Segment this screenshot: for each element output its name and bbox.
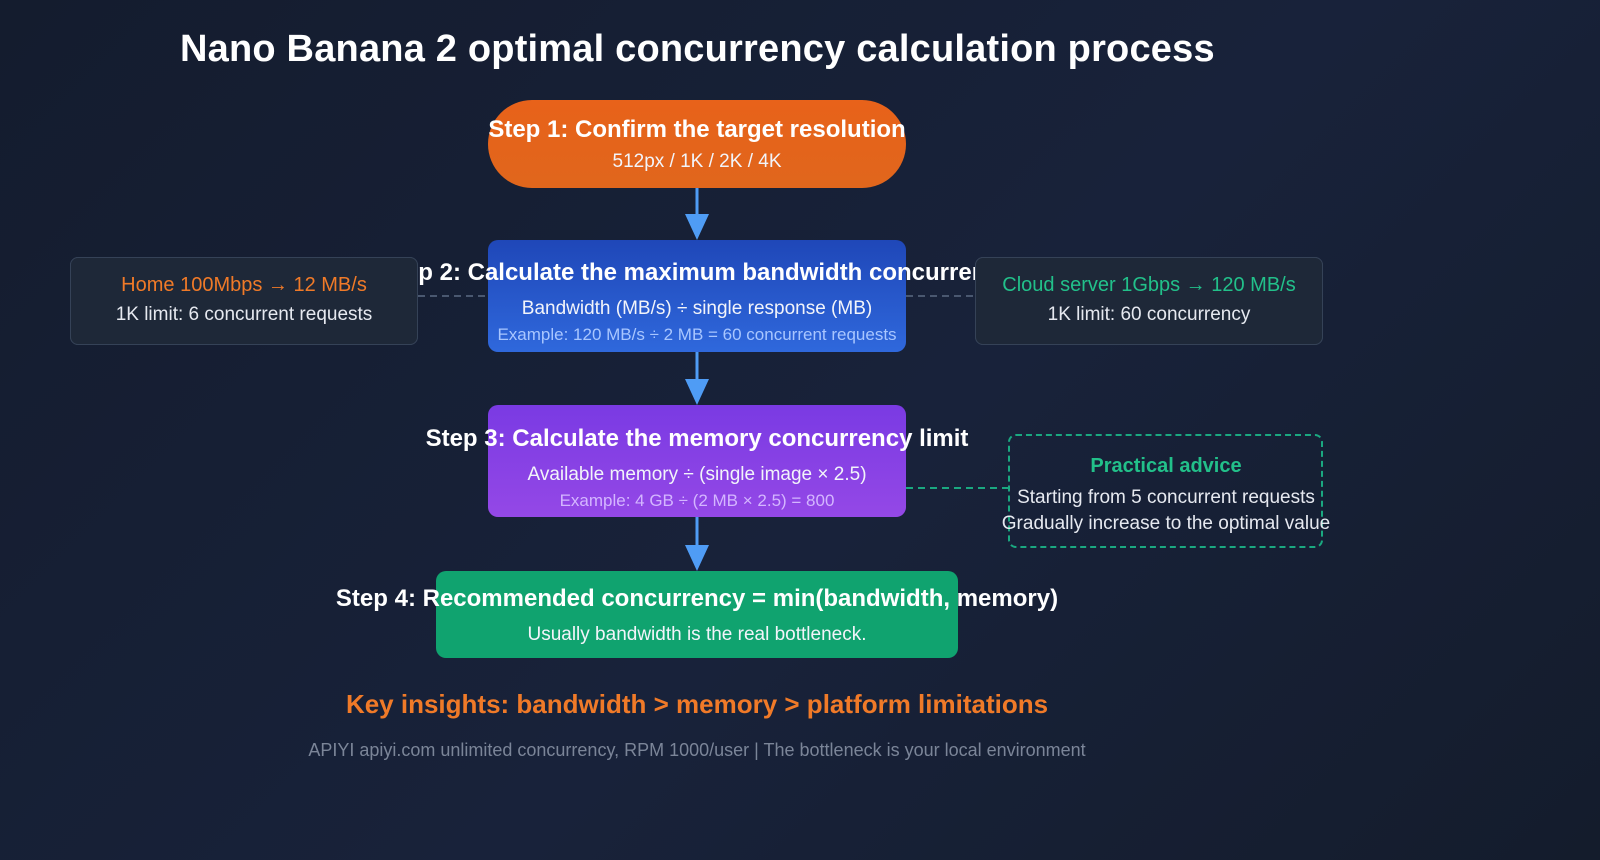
key-insight: Key insights: bandwidth > memory > platf…	[345, 689, 1049, 719]
step4-node	[436, 571, 958, 658]
practical-advice-line2: Gradually increase to the optimal value	[1001, 513, 1331, 534]
step3-formula: Available memory ÷ (single image × 2.5)	[527, 464, 867, 485]
step1-title: Step 1: Confirm the target resolution	[488, 116, 906, 143]
step2-example: Example: 120 MB/s ÷ 2 MB = 60 concurrent…	[497, 325, 897, 344]
step2-title: Step 2: Calculate the maximum bandwidth …	[380, 259, 1014, 286]
step4-subtitle: Usually bandwidth is the real bottleneck…	[527, 624, 867, 645]
practical-advice-box	[1008, 434, 1323, 548]
practical-advice-title: Practical advice	[1090, 455, 1242, 477]
cloud-server-title: Cloud server 1Gbps → 120 MB/s	[1002, 274, 1296, 296]
home-network-detail: 1K limit: 6 concurrent requests	[115, 304, 373, 325]
practical-advice-line1: Starting from 5 concurrent requests	[1017, 487, 1315, 508]
home-network-title: Home 100Mbps → 12 MB/s	[121, 274, 367, 296]
step3-node	[488, 405, 906, 517]
arrow-step3-step4	[685, 517, 709, 571]
cloud-server-box-face	[975, 257, 1323, 345]
step4-title: Step 4: Recommended concurrency = min(ba…	[335, 585, 1059, 612]
home-network-box-face	[70, 257, 418, 345]
step2-node	[488, 240, 906, 352]
page-title: Nano Banana 2 optimal concurrency calcul…	[180, 28, 1215, 70]
footer-note: APIYI apiyi.com unlimited concurrency, R…	[308, 740, 1086, 760]
step3-example: Example: 4 GB ÷ (2 MB × 2.5) = 800	[559, 491, 835, 510]
arrow-step2-step3	[685, 352, 709, 405]
step2-formula: Bandwidth (MB/s) ÷ single response (MB)	[521, 298, 873, 319]
cloud-server-detail: 1K limit: 60 concurrency	[1047, 304, 1251, 325]
step3-title: Step 3: Calculate the memory concurrency…	[425, 425, 969, 452]
step1-subtitle: 512px / 1K / 2K / 4K	[612, 151, 782, 172]
arrow-step1-step2	[685, 188, 709, 240]
step1-node	[488, 100, 906, 188]
